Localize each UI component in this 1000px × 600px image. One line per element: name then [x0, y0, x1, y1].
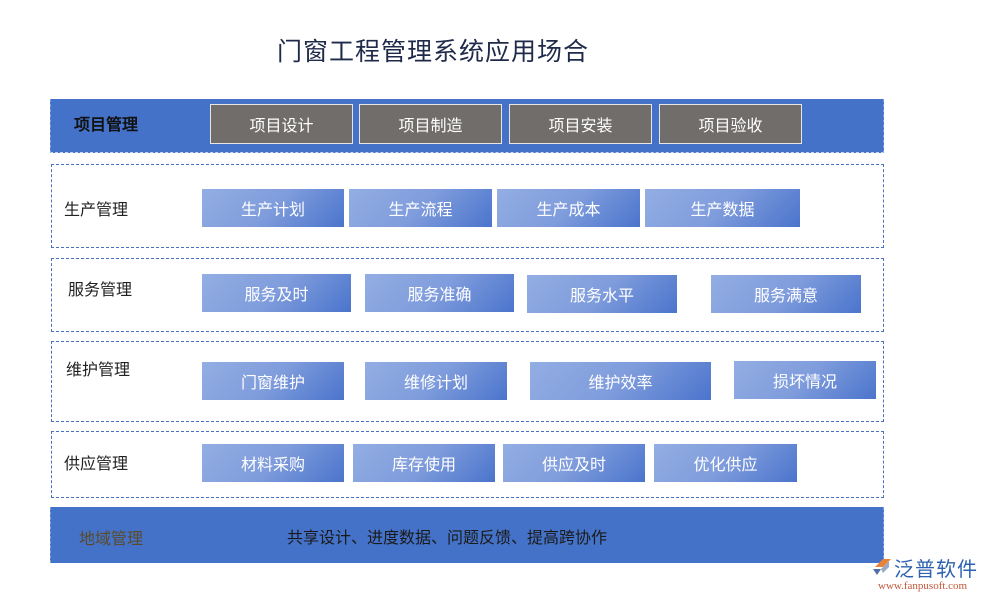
item-production-data: 生产数据: [645, 189, 800, 227]
item-project-acceptance: 项目验收: [659, 104, 802, 144]
section-label: 项目管理: [74, 115, 139, 134]
page-title: 门窗工程管理系统应用场合: [276, 37, 589, 66]
fanpu-logo-icon: [873, 559, 891, 575]
section-label: 供应管理: [64, 454, 129, 473]
item-production-cost: 生产成本: [497, 189, 640, 227]
section-regional-management: 地域管理 共享设计、进度数据、问题反馈、提高跨协作: [50, 507, 884, 563]
item-production-plan: 生产计划: [202, 189, 344, 227]
item-inventory-usage: 库存使用: [353, 444, 495, 482]
item-service-accurate: 服务准确: [365, 274, 514, 312]
item-supply-timely: 供应及时: [503, 444, 645, 482]
item-damage-status: 损坏情况: [734, 361, 876, 399]
item-service-timely: 服务及时: [202, 274, 351, 312]
section-description: 共享设计、进度数据、问题反馈、提高跨协作: [287, 528, 608, 547]
section-label: 地域管理: [79, 529, 144, 548]
item-project-design: 项目设计: [210, 104, 353, 144]
section-label: 生产管理: [64, 200, 129, 219]
fanpu-logo: 泛普软件 www.fanpusoft.com: [868, 552, 996, 598]
section-label: 维护管理: [66, 360, 131, 379]
section-label: 服务管理: [68, 280, 133, 299]
item-project-manufacture: 项目制造: [359, 104, 502, 144]
logo-name: 泛普软件: [894, 557, 978, 581]
item-window-maintenance: 门窗维护: [202, 362, 344, 400]
item-optimize-supply: 优化供应: [654, 444, 797, 482]
item-maintenance-efficiency: 维护效率: [530, 362, 711, 400]
item-project-install: 项目安装: [509, 104, 652, 144]
item-material-purchase: 材料采购: [202, 444, 344, 482]
item-production-process: 生产流程: [349, 189, 492, 227]
item-service-level: 服务水平: [527, 275, 677, 313]
item-repair-plan: 维修计划: [365, 362, 507, 400]
item-service-satisfaction: 服务满意: [711, 275, 861, 313]
logo-url: www.fanpusoft.com: [878, 580, 968, 592]
